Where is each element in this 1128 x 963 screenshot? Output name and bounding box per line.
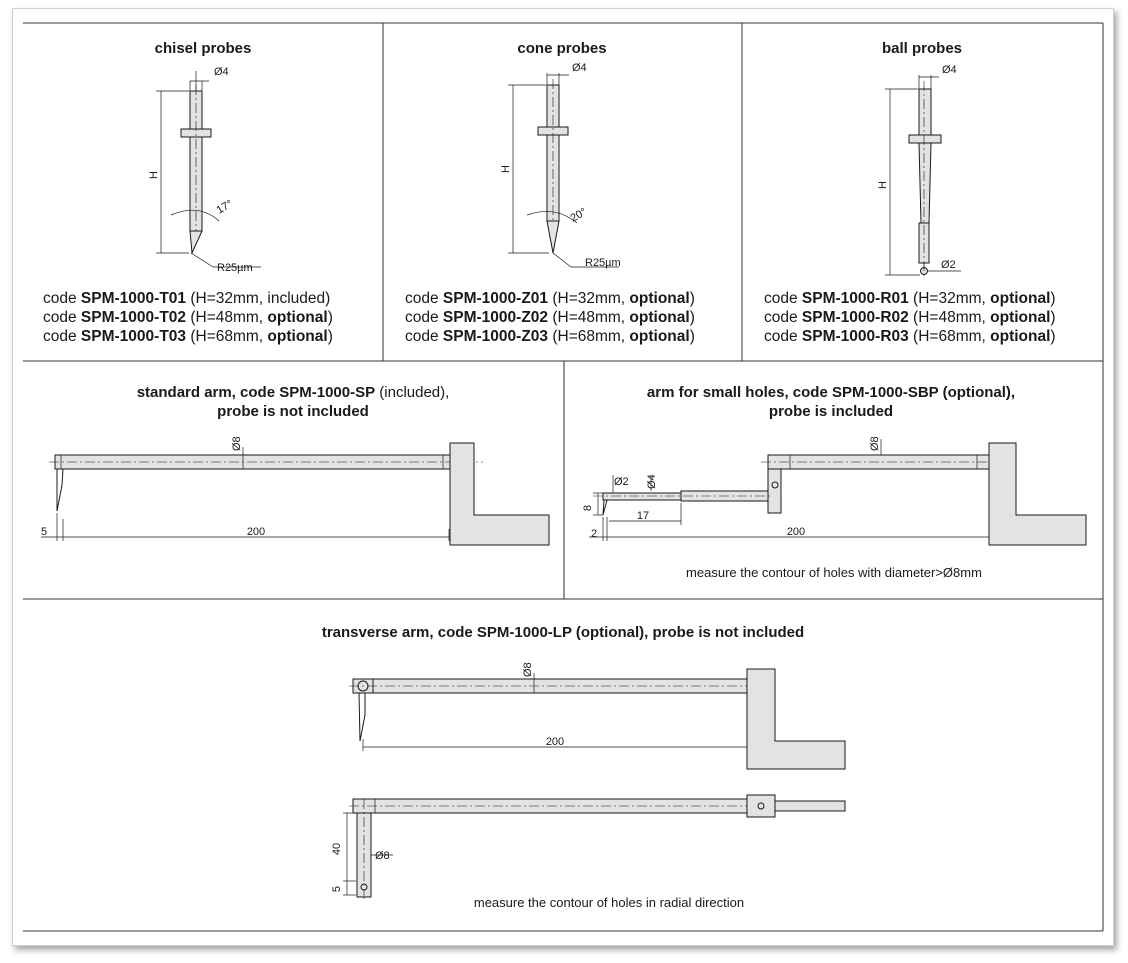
ball-codes: code SPM-1000-R01 (H=32mm, optional) cod… bbox=[764, 290, 1056, 345]
transverse-arm-title: transverse arm, code SPM-1000-LP (option… bbox=[322, 624, 804, 641]
cone-tip-label: R25µm bbox=[585, 257, 621, 269]
ball-probe-panel: ball probes Ø4 H Ø2 code SPM-1000-R01 (H… bbox=[764, 40, 1056, 345]
technical-drawing: chisel probes Ø4 H 17° R25µm code SPM-10… bbox=[23, 22, 1104, 932]
code-line: code SPM-1000-R03 (H=68mm, optional) bbox=[764, 328, 1056, 345]
small-holes-arm-drawing bbox=[589, 439, 1087, 546]
grid-frame bbox=[23, 22, 1104, 932]
standard-arm-panel: standard arm, code SPM-1000-SP (included… bbox=[41, 384, 550, 546]
cone-probe-panel: cone probes Ø4 H 20° R25µm code SPM-1000… bbox=[405, 40, 695, 345]
ball-tip-label: Ø2 bbox=[941, 259, 956, 271]
code-line: code SPM-1000-T02 (H=48mm, optional) bbox=[43, 309, 333, 326]
code-line: code SPM-1000-Z01 (H=32mm, optional) bbox=[405, 290, 695, 307]
cone-height-label: H bbox=[500, 165, 512, 173]
standard-arm-length-label: 200 bbox=[247, 526, 265, 538]
transverse-offset-label: 5 bbox=[331, 886, 343, 892]
transverse-arm-side-drawing bbox=[343, 794, 846, 901]
cone-codes: code SPM-1000-Z01 (H=32mm, optional) cod… bbox=[405, 290, 695, 345]
chisel-height-label: H bbox=[148, 171, 160, 179]
code-line: code SPM-1000-T03 (H=68mm, optional) bbox=[43, 328, 333, 345]
cone-diameter-label: Ø4 bbox=[572, 62, 587, 74]
standard-arm-offset-label: 5 bbox=[41, 526, 47, 538]
transverse-height-label: 40 bbox=[331, 843, 343, 855]
transverse-top-diameter-label: Ø8 bbox=[522, 662, 534, 677]
small-holes-note: measure the contour of holes with diamet… bbox=[686, 565, 982, 580]
small-holes-stem-label: Ø4 bbox=[646, 474, 658, 489]
transverse-note: measure the contour of holes in radial d… bbox=[474, 895, 744, 910]
small-holes-arm-panel: arm for small holes, code SPM-1000-SBP (… bbox=[582, 384, 1087, 580]
code-line: code SPM-1000-R02 (H=48mm, optional) bbox=[764, 309, 1056, 326]
standard-arm-drawing bbox=[41, 442, 550, 546]
cone-probe-drawing bbox=[508, 73, 619, 268]
chisel-codes: code SPM-1000-T01 (H=32mm, included) cod… bbox=[43, 290, 333, 345]
chisel-diameter-label: Ø4 bbox=[214, 66, 229, 78]
code-line: code SPM-1000-Z02 (H=48mm, optional) bbox=[405, 309, 695, 326]
standard-arm-subtitle: probe is not included bbox=[217, 403, 369, 420]
chisel-angle-label: 17° bbox=[215, 198, 235, 217]
standard-arm-title: standard arm, code SPM-1000-SP (included… bbox=[137, 384, 450, 401]
small-holes-arm-title: arm for small holes, code SPM-1000-SBP (… bbox=[647, 384, 1015, 401]
code-line: code SPM-1000-R01 (H=32mm, optional) bbox=[764, 290, 1056, 307]
small-holes-arm-subtitle: probe is included bbox=[769, 403, 893, 420]
small-holes-offset-label: 2 bbox=[591, 528, 597, 540]
ball-probes-title: ball probes bbox=[882, 40, 962, 57]
chisel-tip-label: R25µm bbox=[217, 262, 253, 274]
small-holes-height-label: 8 bbox=[582, 505, 594, 511]
small-holes-length-label: 200 bbox=[787, 526, 805, 538]
cone-angle-label: 20° bbox=[569, 206, 589, 225]
standard-arm-diameter-label: Ø8 bbox=[231, 436, 243, 451]
chisel-probe-panel: chisel probes Ø4 H 17° R25µm code SPM-10… bbox=[43, 40, 333, 345]
ball-diameter-label: Ø4 bbox=[942, 64, 957, 76]
transverse-side-diameter-label: Ø8 bbox=[375, 850, 390, 862]
cone-probes-title: cone probes bbox=[517, 40, 606, 57]
ball-probe-drawing bbox=[885, 75, 961, 277]
ball-height-label: H bbox=[877, 181, 889, 189]
chisel-probe-drawing bbox=[156, 71, 261, 268]
code-line: code SPM-1000-T01 (H=32mm, included) bbox=[43, 290, 330, 307]
small-holes-diameter-label: Ø8 bbox=[869, 436, 881, 451]
code-line: code SPM-1000-Z03 (H=68mm, optional) bbox=[405, 328, 695, 345]
transverse-arm-panel: transverse arm, code SPM-1000-LP (option… bbox=[322, 624, 846, 910]
small-holes-probe-label: Ø2 bbox=[614, 476, 629, 488]
small-holes-tip-length-label: 17 bbox=[637, 510, 649, 522]
transverse-arm-top-drawing bbox=[349, 668, 846, 770]
catalog-sheet: chisel probes Ø4 H 17° R25µm code SPM-10… bbox=[12, 8, 1114, 946]
chisel-probes-title: chisel probes bbox=[155, 40, 252, 57]
transverse-length-label: 200 bbox=[546, 736, 564, 748]
